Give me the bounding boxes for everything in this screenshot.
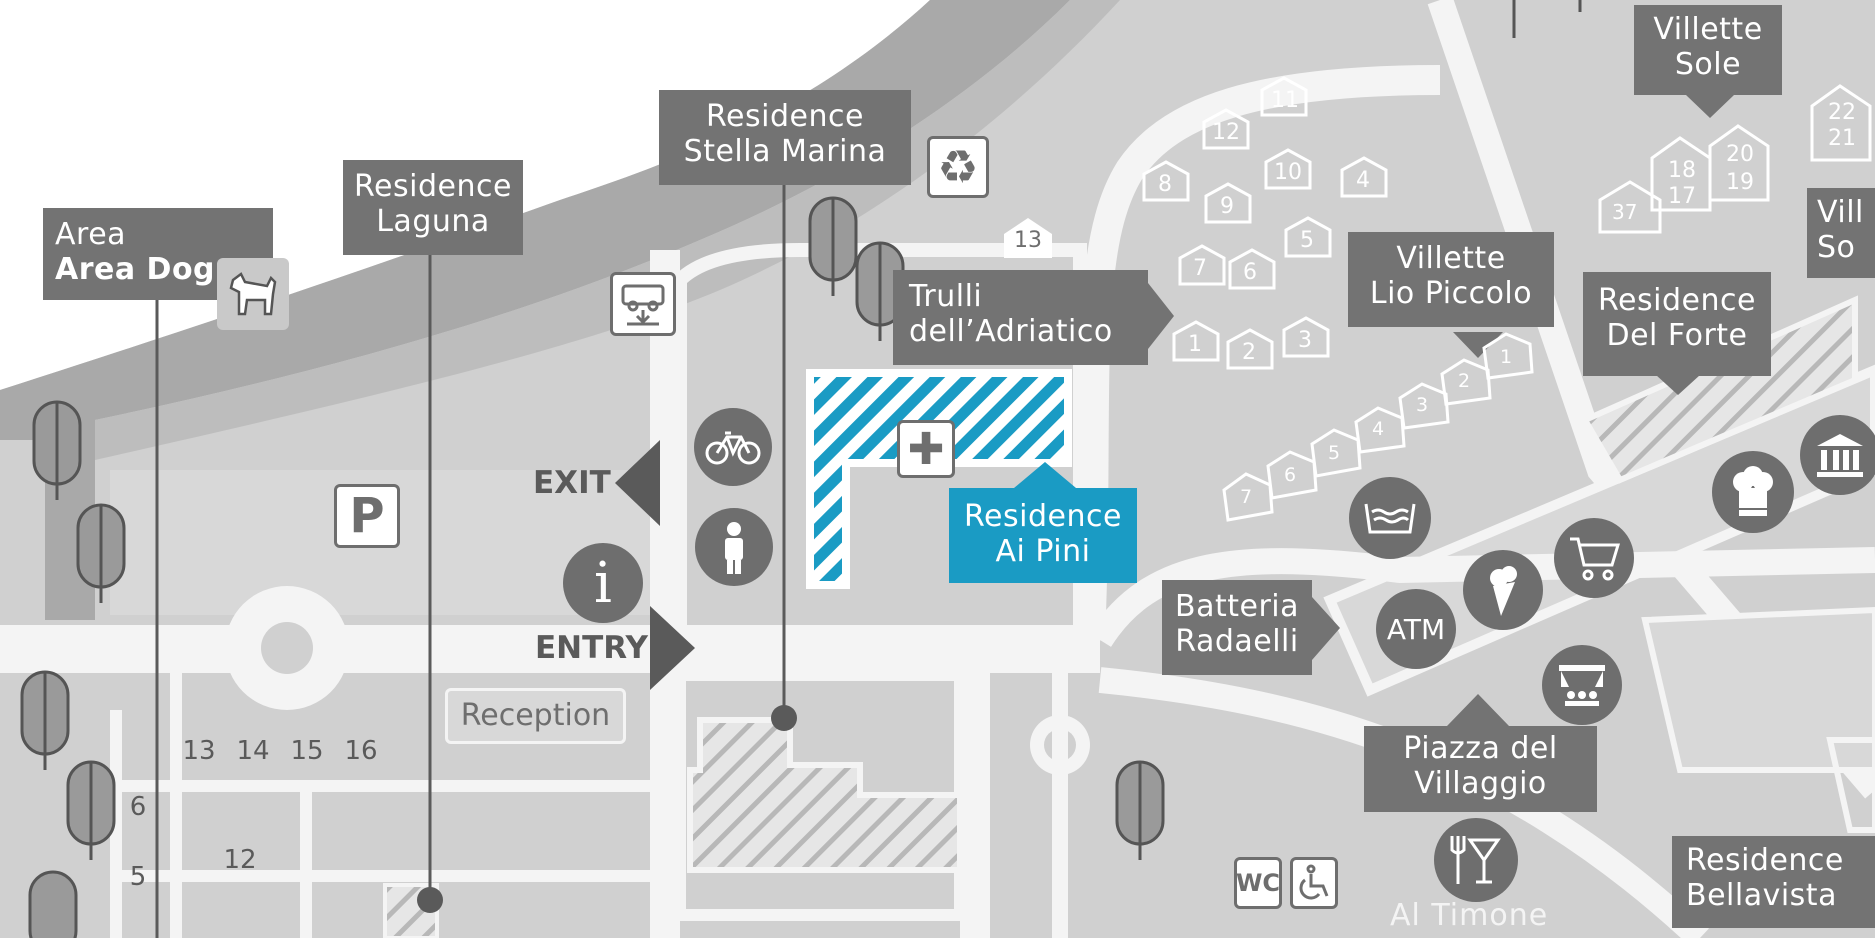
bicycle-icon (705, 431, 761, 465)
museum-icon (1817, 434, 1863, 477)
house-number: 8 (1158, 172, 1172, 197)
label-residence-del-forte[interactable]: Residence Del Forte (1583, 272, 1771, 376)
dog-icon[interactable] (217, 258, 289, 330)
label-trulli-adriatico[interactable]: Trulli dell’Adriatico (893, 270, 1148, 365)
laundry-icon (1364, 503, 1416, 534)
camper-service-icon (621, 284, 665, 326)
first-aid-icon[interactable]: ✚ (897, 420, 955, 478)
label-batteria-radaelli[interactable]: Batteria Radaelli (1162, 580, 1312, 675)
house-number: 6 (1284, 464, 1297, 486)
lot-number: 16 (344, 736, 378, 766)
house-number: 12 (1212, 120, 1240, 145)
house-number: 37 (1612, 200, 1638, 224)
house-number: 7 (1193, 256, 1207, 281)
lot-number: 5 (129, 862, 147, 892)
reception-box[interactable]: Reception (445, 688, 626, 744)
lot-number: 6 (129, 792, 147, 822)
restaurant-icon (1733, 466, 1773, 516)
house-number: 22 (1828, 100, 1856, 125)
gelato-icon[interactable] (1463, 550, 1543, 630)
house-number: 1 (1188, 332, 1202, 357)
house-number: 9 (1220, 194, 1234, 219)
house-number: 2 (1242, 340, 1256, 365)
lot-number: 13 (182, 736, 216, 766)
house-number: 11 (1271, 88, 1299, 113)
museum-icon[interactable] (1800, 415, 1875, 495)
gelato-icon (1490, 566, 1517, 616)
house-number: 17 (1668, 184, 1696, 209)
house-number: 3 (1416, 394, 1429, 416)
cart-icon (1570, 537, 1620, 581)
label-residence-laguna[interactable]: Residence Laguna (343, 160, 523, 255)
label-villette-edge[interactable]: Vill So (1807, 188, 1875, 278)
house-number: 19 (1726, 170, 1754, 195)
label-area-dog[interactable]: Area Area Dog (43, 208, 273, 300)
dog-icon (229, 272, 277, 316)
person-icon (725, 522, 743, 574)
camper-service-icon[interactable] (610, 272, 676, 336)
al-timone-label: Al Timone (1390, 898, 1549, 933)
lot-number: 12 (223, 845, 257, 875)
restaurant-icon[interactable] (1712, 451, 1794, 533)
cart-icon[interactable] (1554, 518, 1634, 598)
house-number: 5 (1328, 442, 1341, 464)
label-residence-ai-pini[interactable]: Residence Ai Pini (949, 488, 1137, 583)
house-number: 7 (1240, 486, 1253, 508)
lot-number: 15 (290, 736, 324, 766)
label-residence-bellavista[interactable]: Residence Bellavista (1672, 836, 1875, 928)
house-number: 13 (1014, 228, 1042, 253)
parking-icon[interactable]: P (334, 484, 400, 548)
laundry-icon[interactable] (1349, 477, 1431, 559)
house-number: 1 (1500, 346, 1513, 368)
house-number: 10 (1274, 160, 1302, 185)
label-villette-lio-piccolo[interactable]: Villette Lio Piccolo (1348, 232, 1554, 327)
bicycle-icon[interactable] (694, 408, 772, 486)
house-number: 2 (1458, 370, 1471, 392)
house-number: 4 (1356, 168, 1370, 193)
house-number: 5 (1300, 228, 1314, 253)
wc-icon[interactable]: WC (1234, 857, 1282, 909)
recycle-icon[interactable]: ♻ (927, 136, 989, 198)
bar-icon[interactable] (1434, 818, 1518, 902)
house-number: 6 (1243, 260, 1257, 285)
label-piazza-del-villaggio[interactable]: Piazza del Villaggio (1364, 726, 1597, 812)
person-icon[interactable] (695, 508, 773, 586)
info-icon[interactable]: i (563, 543, 643, 623)
label-residence-stella-marina[interactable]: Residence Stella Marina (659, 90, 911, 185)
house-number: 4 (1372, 418, 1385, 440)
wheelchair-icon (1299, 864, 1329, 900)
exit-label: EXIT (533, 465, 611, 501)
lot-number: 14 (236, 736, 270, 766)
house-number: 20 (1726, 142, 1754, 167)
house-number: 18 (1668, 158, 1696, 183)
theater-icon (1559, 665, 1605, 706)
theater-icon[interactable] (1542, 645, 1622, 725)
house-number: 21 (1828, 126, 1856, 151)
atm-icon[interactable]: ATM (1376, 589, 1456, 669)
label-villette-sole[interactable]: Villette Sole (1634, 5, 1782, 95)
house-number: 3 (1298, 328, 1312, 353)
bar-icon (1450, 836, 1501, 884)
wheelchair-icon[interactable] (1290, 857, 1338, 909)
entry-label: ENTRY (535, 630, 648, 666)
